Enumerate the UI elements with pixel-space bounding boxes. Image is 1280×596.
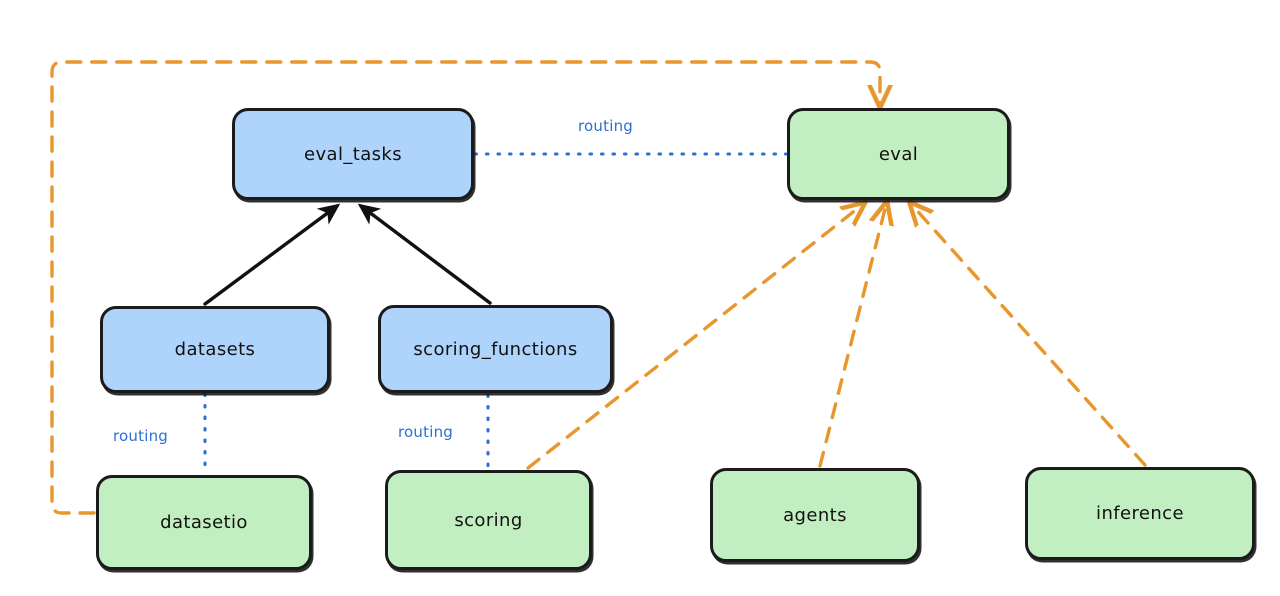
- node-label-datasets: datasets: [174, 339, 256, 360]
- node-label-datasetio: datasetio: [160, 512, 248, 533]
- node-inference[interactable]: inference: [1025, 467, 1255, 560]
- edge-label-routing-eval-tasks: routing: [578, 117, 633, 135]
- edge-label-routing-scoring-functions: routing: [398, 423, 453, 441]
- edge-agents-to-eval: [818, 205, 886, 468]
- node-scoring[interactable]: scoring: [385, 470, 592, 570]
- node-datasetio[interactable]: datasetio: [96, 475, 312, 570]
- edge-datasets-to-eval-tasks: [203, 203, 341, 306]
- edge-label-routing-datasets: routing: [113, 427, 168, 445]
- edge-datasetio-to-eval: [50, 60, 880, 515]
- node-agents[interactable]: agents: [710, 468, 920, 562]
- node-label-inference: inference: [1096, 503, 1184, 524]
- edge-inference-to-eval: [912, 205, 1147, 467]
- node-label-scoring: scoring: [454, 509, 523, 531]
- node-label-eval-tasks: eval_tasks: [303, 143, 403, 165]
- node-label-agents: agents: [783, 504, 847, 526]
- node-label-scoring-functions: scoring_functions: [413, 338, 578, 360]
- node-scoring-functions[interactable]: scoring_functions: [378, 305, 613, 393]
- node-eval-tasks[interactable]: eval_tasks: [232, 108, 474, 200]
- node-eval[interactable]: eval: [787, 108, 1010, 200]
- edge-scoring-to-eval: [526, 205, 862, 470]
- edge-scoring-functions-to-eval-tasks: [357, 203, 492, 305]
- node-datasets[interactable]: datasets: [100, 306, 330, 393]
- node-label-eval: eval: [878, 143, 919, 165]
